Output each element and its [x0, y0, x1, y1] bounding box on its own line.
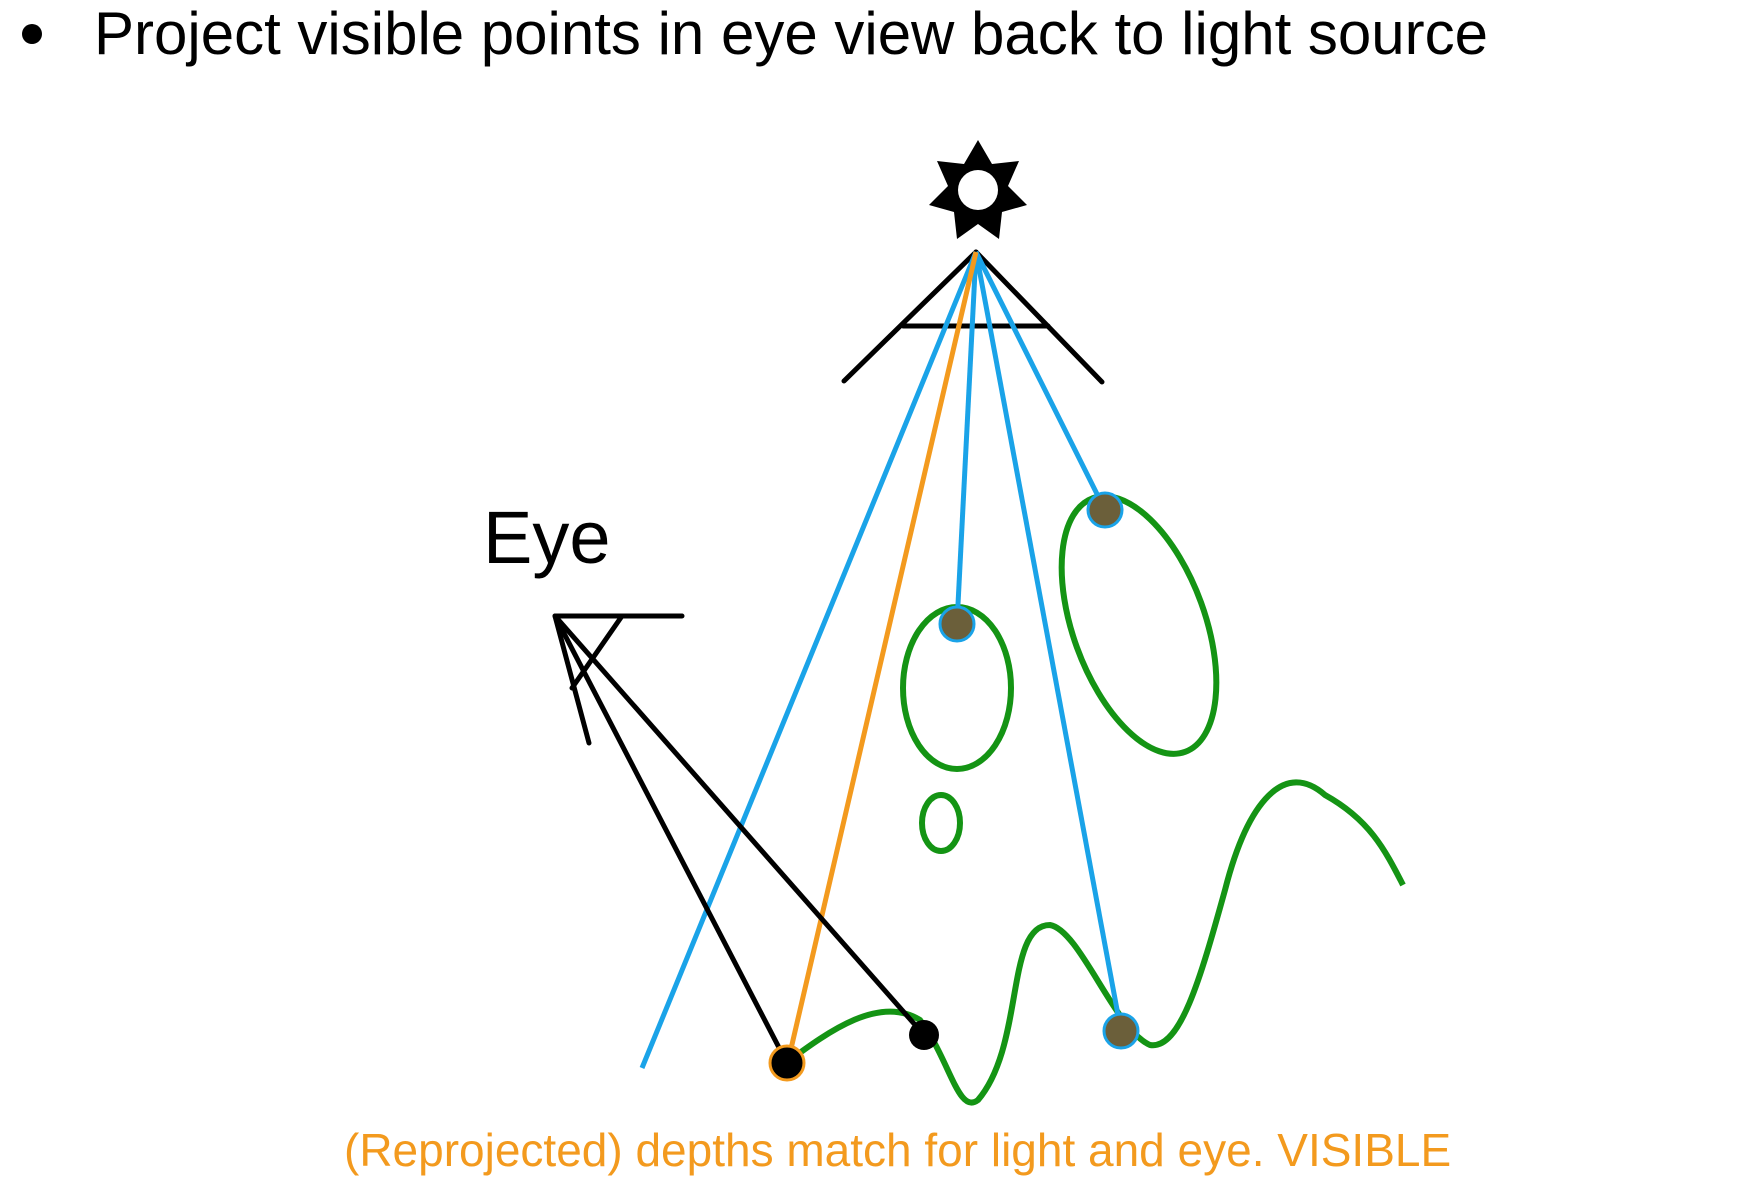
bullet-text: Project visible points in eye view back …	[94, 0, 1489, 67]
eye-sample-point	[909, 1020, 939, 1050]
bullet-line: Project visible points in eye view back …	[22, 2, 1488, 66]
eye-rays	[552, 614, 926, 1065]
bullet-dot-icon	[22, 24, 42, 44]
surface-ellipse-small	[919, 792, 963, 854]
eye-frustum-icon	[552, 613, 685, 746]
light-sample-point-ground	[1102, 1012, 1140, 1050]
light-rays	[639, 250, 1124, 1069]
light-ray-right-ellipse	[973, 250, 1108, 512]
eye-ray-visible-point	[552, 614, 790, 1065]
light-ray-left	[639, 251, 979, 1069]
light-ray-middle-ellipse	[954, 251, 979, 625]
surface-ground-curve	[784, 779, 1406, 1106]
light-sample-point-middle-ellipse	[938, 605, 976, 643]
light-sample-point-right-ellipse	[1086, 491, 1124, 529]
light-frustum-icon	[841, 249, 1105, 385]
matched-light-ray	[784, 251, 979, 1067]
caption: (Reprojected) depths match for light and…	[344, 1124, 1452, 1176]
visible-point	[768, 1044, 806, 1082]
eye-label: Eye	[483, 496, 611, 579]
scene-surfaces	[784, 493, 1406, 1106]
light-ray-ground	[973, 251, 1124, 1032]
eye-ray-second-point	[553, 614, 926, 1037]
light-source-icon	[929, 140, 1027, 239]
sample-points	[768, 491, 1140, 1082]
